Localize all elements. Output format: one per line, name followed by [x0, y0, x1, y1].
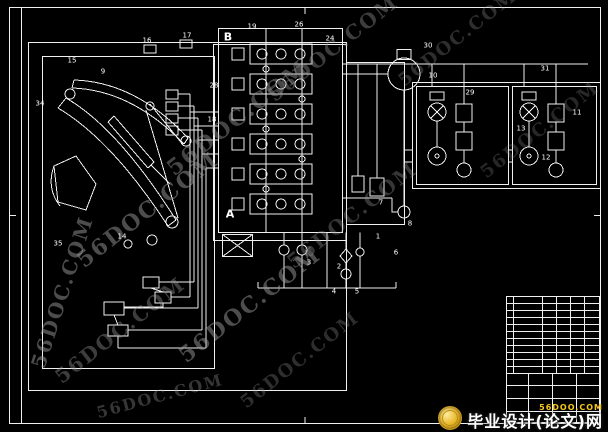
logo-site-name: 毕业设计(论文)网	[467, 412, 603, 431]
valve-block	[231, 28, 313, 233]
excavator-linkage	[50, 79, 192, 249]
gold-coin-icon	[438, 406, 463, 430]
pump-circuit	[342, 49, 421, 219]
harness-lines	[118, 93, 218, 349]
drawing-frame	[9, 7, 601, 424]
site-logo[interactable]: 56DOO.COM 毕业设计(论文)网	[438, 404, 603, 430]
logo-site-url: 56DOO.COM	[539, 403, 603, 412]
logo-text-block: 56DOO.COM 毕业设计(论文)网	[467, 404, 603, 430]
sensor-chain	[103, 39, 193, 348]
right-modules	[427, 86, 565, 178]
group-outlines	[28, 28, 601, 391]
connection-lines	[342, 63, 588, 163]
pilot-circuit	[222, 232, 397, 289]
title-block	[506, 296, 600, 423]
